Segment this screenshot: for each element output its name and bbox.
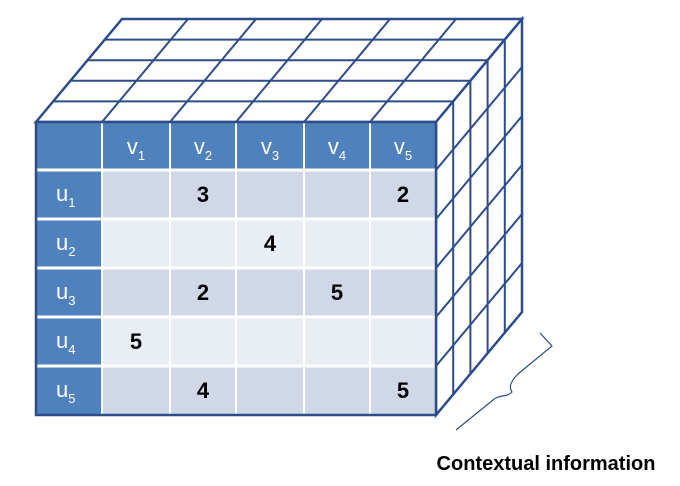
top-grid-line	[303, 18, 391, 123]
rating-cell: 5	[331, 280, 343, 305]
column-header-subscript: 3	[272, 148, 279, 163]
side-grid-line	[435, 213, 523, 318]
context-brace	[455, 332, 553, 431]
rating-cell: 3	[197, 182, 209, 207]
matrix-row	[102, 170, 436, 219]
cube-side-face	[434, 15, 524, 419]
matrix-row	[102, 366, 436, 415]
column-header-subscript: 2	[205, 148, 212, 163]
row-header-subscript: 2	[68, 244, 75, 259]
row-header-cell	[36, 317, 102, 366]
rating-cell: 4	[197, 378, 210, 403]
rating-cell: 2	[397, 182, 409, 207]
row-header-cell	[36, 366, 102, 415]
row-header-subscript: 1	[68, 195, 75, 210]
side-grid-line	[435, 66, 523, 171]
rating-cell: 5	[130, 329, 142, 354]
matrix-row	[102, 219, 436, 268]
side-grid-line	[435, 262, 523, 367]
row-header-cell	[36, 219, 102, 268]
side-grid-line	[435, 164, 523, 269]
side-grid-line	[435, 115, 523, 220]
rating-cell: 2	[197, 280, 209, 305]
top-grid-line	[101, 18, 189, 123]
rating-cell: 4	[264, 231, 277, 256]
top-grid-line	[169, 18, 257, 123]
context-caption: Contextual information	[437, 453, 656, 475]
row-header-subscript: 4	[68, 342, 75, 357]
column-header-subscript: 5	[405, 148, 412, 163]
row-header-subscript: 5	[68, 391, 75, 406]
column-header-subscript: 4	[339, 148, 346, 163]
row-header-cell	[36, 268, 102, 317]
context-brace-path	[455, 332, 553, 431]
row-header-cell	[36, 170, 102, 219]
row-header-subscript: 3	[68, 293, 75, 308]
matrix-row	[102, 317, 436, 366]
matrix-row	[102, 268, 436, 317]
top-grid-line	[235, 18, 323, 123]
column-header-subscript: 1	[138, 148, 145, 163]
matrix-outline	[34, 120, 438, 417]
rating-cell: 5	[397, 378, 409, 403]
top-grid-line	[369, 18, 457, 123]
